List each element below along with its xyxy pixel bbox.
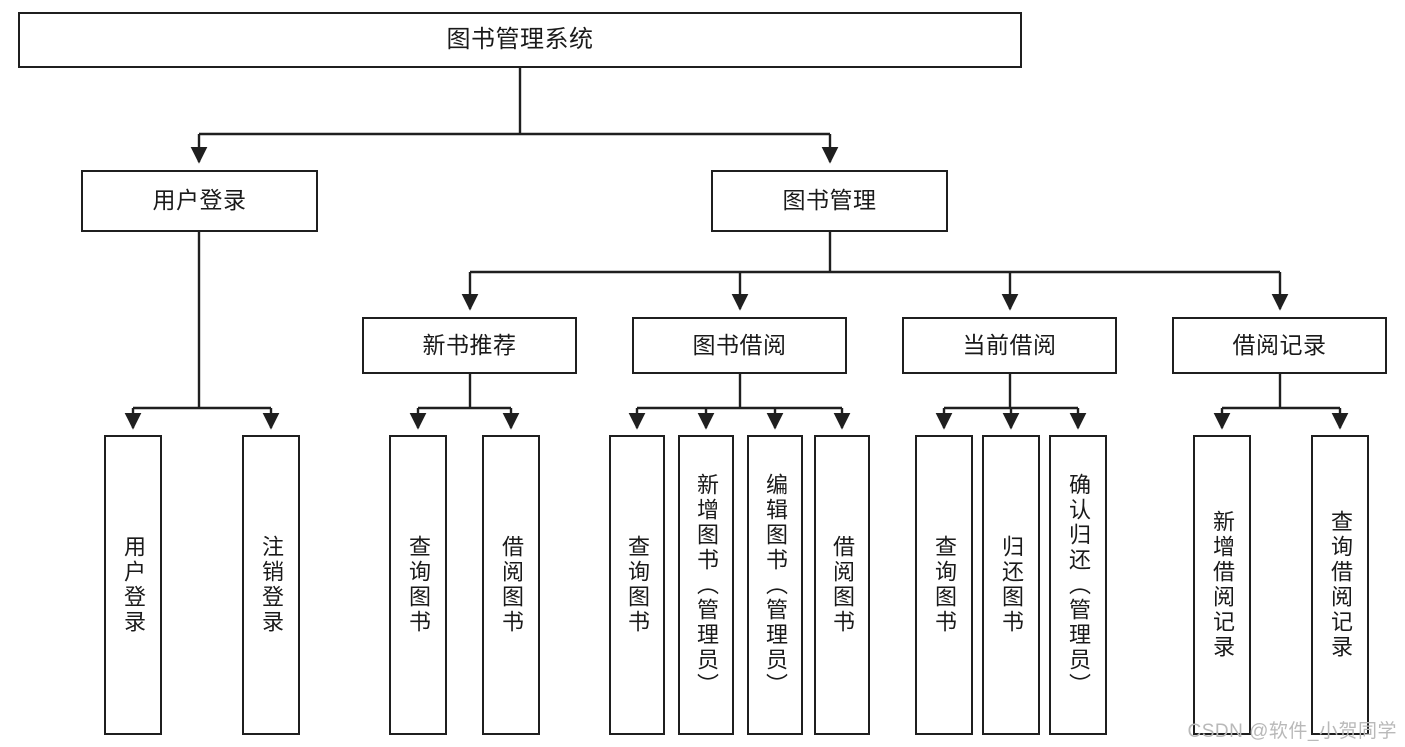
node-label: 图书管理系统	[446, 25, 594, 53]
leaf-borrow-book-new[interactable]: 借阅图书	[482, 435, 540, 735]
leaf-return-book[interactable]: 归还图书	[982, 435, 1040, 735]
node-label: 当前借阅	[962, 331, 1057, 358]
node-label: 新增图书（管理员）	[694, 472, 719, 698]
leaf-query-book-new[interactable]: 查询图书	[389, 435, 447, 735]
node-label: 新书推荐	[422, 331, 517, 358]
node-label: 借阅图书	[830, 535, 855, 635]
leaf-query-book-borrow[interactable]: 查询图书	[609, 435, 665, 735]
node-label: 用户登录	[121, 535, 146, 635]
leaf-borrow-book[interactable]: 借阅图书	[814, 435, 870, 735]
node-book-management[interactable]: 图书管理	[711, 170, 948, 232]
node-user-login[interactable]: 用户登录	[81, 170, 318, 232]
node-label: 图书借阅	[692, 331, 787, 358]
node-label: 归还图书	[999, 535, 1024, 635]
leaf-query-borrow-record[interactable]: 查询借阅记录	[1311, 435, 1369, 735]
node-label: 查询图书	[406, 535, 431, 635]
leaf-query-book-current[interactable]: 查询图书	[915, 435, 973, 735]
node-label: 借阅图书	[499, 535, 524, 635]
node-new-book-recommendation[interactable]: 新书推荐	[362, 317, 577, 374]
node-label: 图书管理	[782, 187, 877, 214]
node-label: 编辑图书（管理员）	[763, 472, 788, 698]
node-borrow-record[interactable]: 借阅记录	[1172, 317, 1387, 374]
node-label: 注销登录	[259, 535, 284, 635]
leaf-user-login[interactable]: 用户登录	[104, 435, 162, 735]
node-label: 新增借阅记录	[1210, 510, 1235, 660]
leaf-add-borrow-record[interactable]: 新增借阅记录	[1193, 435, 1251, 735]
node-label: 查询图书	[625, 535, 650, 635]
node-book-borrow[interactable]: 图书借阅	[632, 317, 847, 374]
node-label: 查询借阅记录	[1328, 510, 1353, 660]
node-current-borrow[interactable]: 当前借阅	[902, 317, 1117, 374]
leaf-confirm-return-admin[interactable]: 确认归还（管理员）	[1049, 435, 1107, 735]
leaf-logout[interactable]: 注销登录	[242, 435, 300, 735]
node-label: 查询图书	[932, 535, 957, 635]
leaf-add-book-admin[interactable]: 新增图书（管理员）	[678, 435, 734, 735]
watermark: CSDN @软件_小贺同学	[1187, 721, 1397, 742]
node-label: 确认归还（管理员）	[1066, 472, 1091, 698]
node-label: 借阅记录	[1232, 331, 1327, 358]
node-label: 用户登录	[152, 187, 247, 214]
leaf-edit-book-admin[interactable]: 编辑图书（管理员）	[747, 435, 803, 735]
node-root-book-management-system[interactable]: 图书管理系统	[18, 12, 1022, 68]
